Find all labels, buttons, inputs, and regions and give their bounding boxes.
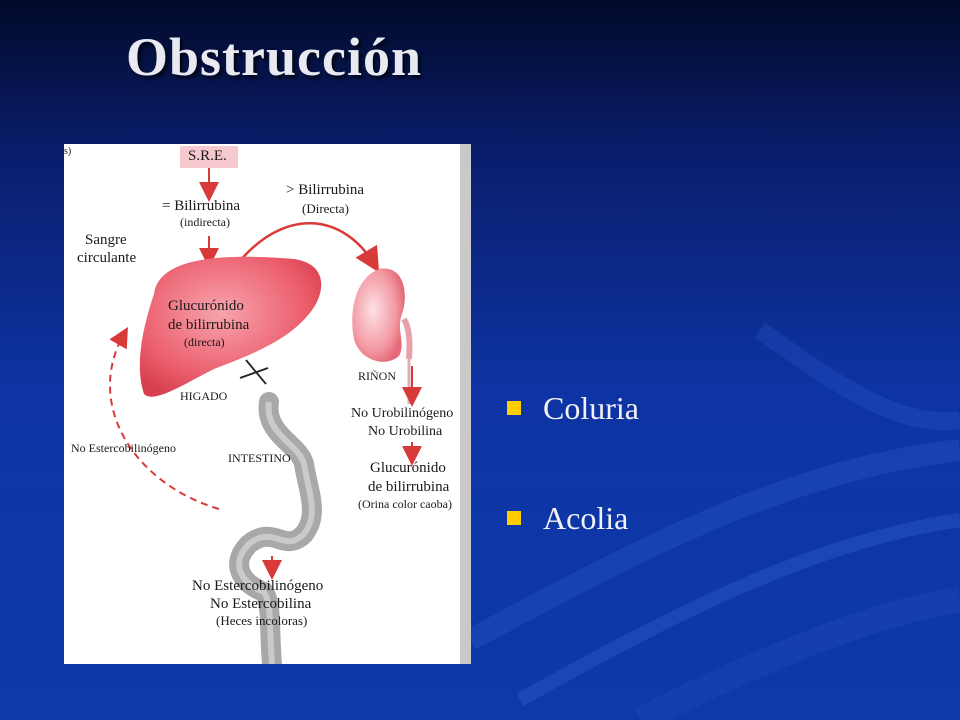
bullet-square-icon (507, 511, 521, 525)
sre-label: S.R.E. (188, 148, 227, 164)
liver-shape (139, 256, 322, 397)
indirect-bilirubin-label: = Bilirrubina (162, 198, 241, 214)
slide-title: Obstrucción (126, 27, 423, 87)
bullet-item: Coluria (507, 388, 639, 428)
no-urobilina-label: No Urobilina (368, 424, 443, 439)
bullet-item: Acolia (507, 498, 639, 538)
bullet-text-coluria: Coluria (543, 389, 639, 426)
direct-bilirubin-label: > Bilirrubina (286, 182, 365, 198)
circulante-label: circulante (77, 250, 137, 266)
enterohepatic-dashed-arrow (108, 327, 220, 510)
bilirubin-diagram: s) S.R.E. = Bilirrubina (indirecta) > Bi… (64, 144, 471, 664)
sangre-label: Sangre (85, 232, 127, 248)
no-urobilinogeno-label: No Urobilinógeno (351, 406, 454, 421)
bullet-text-acolia: Acolia (543, 499, 629, 536)
orina-label-3: (Orina color caoba) (358, 497, 452, 511)
orina-label-2: de bilirrubina (368, 479, 450, 495)
sre-box (180, 146, 238, 168)
direct-paren-label: (Directa) (302, 201, 349, 216)
intestino-label: INTESTINO (228, 451, 291, 465)
liver-label-3: (directa) (184, 335, 225, 349)
bullet-list: Coluria Acolia (507, 388, 639, 608)
higado-label: HIGADO (180, 389, 228, 403)
diagram-graphics (108, 144, 471, 664)
heces-label-2: No Estercobilina (210, 596, 312, 612)
no-estercobilinogeno-side-label: No Estercobilinógeno (71, 441, 176, 455)
liver-label-1: Glucurónido (168, 298, 244, 314)
kidney-shape (352, 268, 405, 362)
corner-fragment: s) (64, 146, 72, 157)
directa-arrow (233, 222, 380, 273)
rinon-label: RIÑON (358, 369, 396, 383)
heces-label-3: (Heces incoloras) (216, 613, 308, 628)
indirect-paren-label: (indirecta) (180, 215, 230, 229)
orina-label-1: Glucurónido (370, 460, 446, 476)
bullet-square-icon (507, 401, 521, 415)
heces-label-1: No Estercobilinógeno (192, 578, 324, 594)
liver-label-2: de bilirrubina (168, 317, 250, 333)
